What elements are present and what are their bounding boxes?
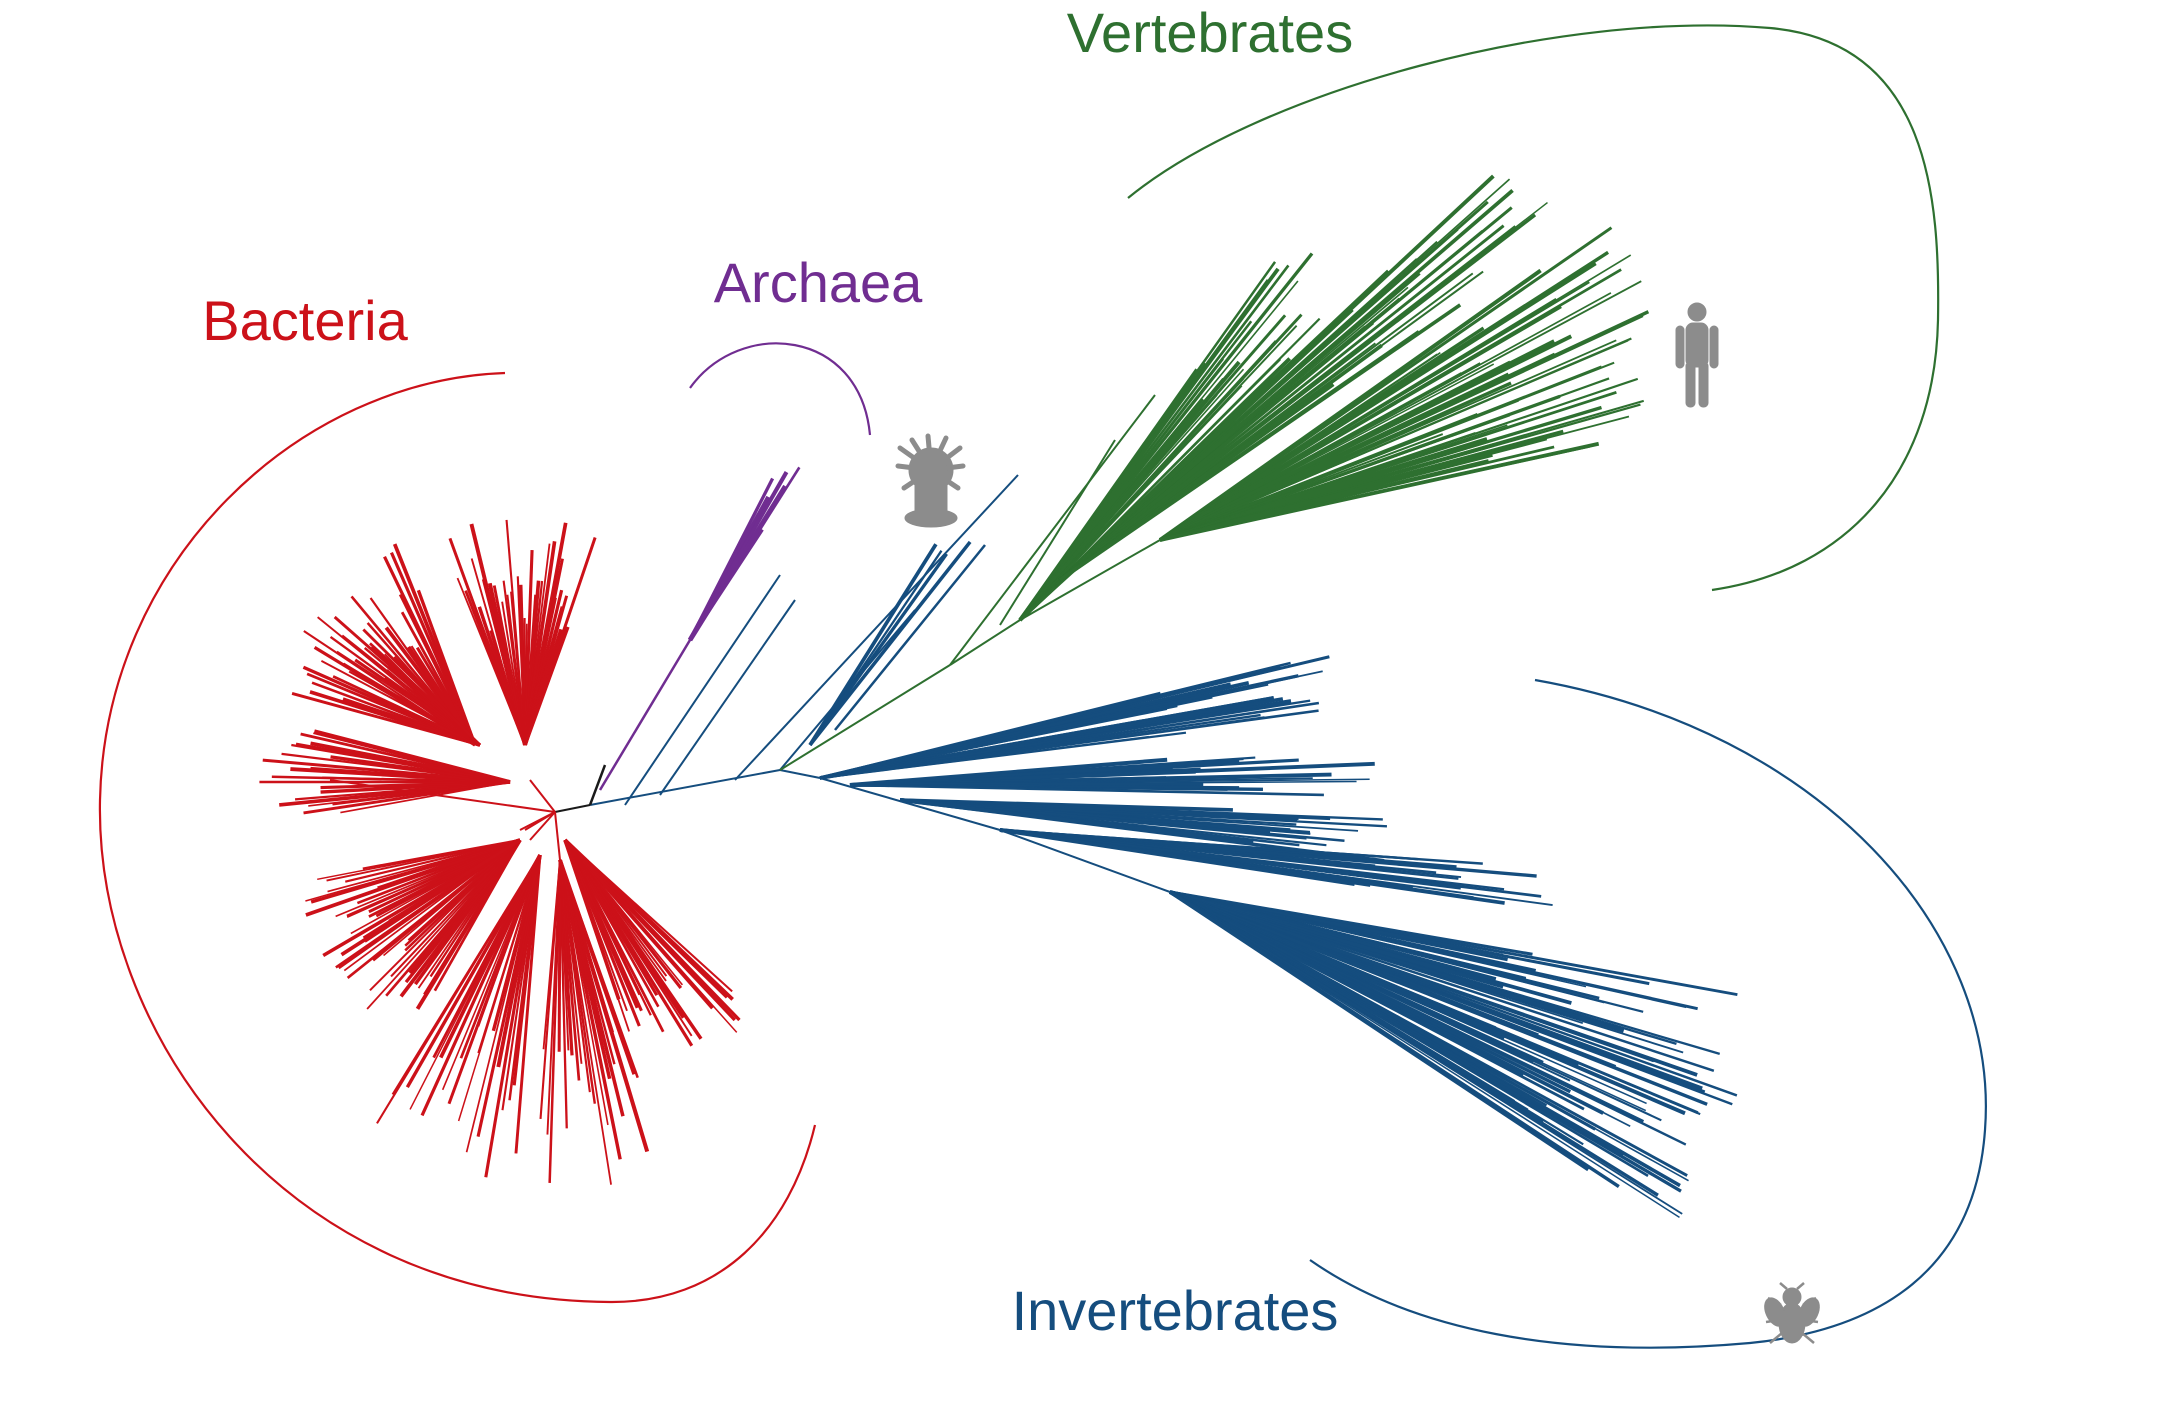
bacteria-leaf <box>313 729 511 784</box>
bacteria-leaf <box>563 839 641 1027</box>
bacteria-leaf <box>416 589 477 746</box>
invertebrate-leaf <box>899 798 1254 845</box>
bacteria-leaf <box>332 675 481 747</box>
sea-anemone-icon <box>895 433 966 528</box>
vertebrate-leaf <box>1159 441 1600 542</box>
bacteria-leaf <box>329 636 481 746</box>
root-branch <box>588 764 607 806</box>
bacteria-leaf <box>559 859 609 1126</box>
bacteria-leaf <box>329 779 556 813</box>
vertebrate-leaf <box>1159 337 1632 542</box>
invertebrate-leaf <box>834 544 986 731</box>
archaea-branch <box>598 639 692 791</box>
bacteria-leaf <box>542 859 561 1050</box>
bacteria-leaf <box>362 628 481 746</box>
bacteria-branch <box>554 811 561 861</box>
invertebrate-leaf <box>1169 890 1650 986</box>
bacteria-leaf <box>505 519 527 746</box>
bacteria-leaf <box>564 839 630 1032</box>
vertebrate-leaf <box>1058 303 1462 582</box>
bacteria-leaf <box>262 758 511 784</box>
vertebrate-leaf <box>1159 262 1597 542</box>
bacteria-branch <box>519 811 556 831</box>
vertebrate-leaf <box>1058 189 1514 582</box>
bacteria-leaf <box>491 854 542 1032</box>
vertebrates-label: Vertebrates <box>1067 1 1353 64</box>
invertebrate-leaf <box>808 540 972 747</box>
vertebrate-leaf <box>1159 339 1555 542</box>
invertebrate-leaf <box>1169 890 1590 1172</box>
vertebrate-leaf <box>1159 305 1562 542</box>
archaea-label: Archaea <box>714 251 923 314</box>
bacteria-leaf <box>405 854 542 1089</box>
bacteria-branch <box>529 779 556 813</box>
invertebrate-leaf <box>1169 890 1617 1069</box>
bacteria-leaf <box>362 838 521 870</box>
root-branch <box>554 804 591 813</box>
archaea-bracket <box>689 342 872 436</box>
human-icon <box>1675 302 1719 408</box>
vertebrate-leaf <box>1059 270 1484 581</box>
vertebrate-leaf <box>999 439 1116 626</box>
vertebrate-branch <box>779 664 951 771</box>
bacteria-leaf <box>391 854 541 1095</box>
vertebrate-branch <box>1019 539 1161 621</box>
vertebrate-leaf <box>1018 314 1287 621</box>
bacteria-label: Bacteria <box>202 289 408 352</box>
bacteria-leaf <box>514 854 542 1154</box>
vertebrate-leaf <box>949 394 1156 666</box>
invertebrate-branch <box>819 777 1001 831</box>
vertebrates-bracket <box>1127 24 1940 592</box>
invertebrate-leaf <box>849 783 1324 797</box>
invertebrate-branch <box>624 574 781 806</box>
vertebrate-leaf <box>1159 280 1642 541</box>
backbone-branch <box>589 769 781 806</box>
backbone-branch <box>779 769 821 779</box>
invertebrate-leaf <box>1169 890 1698 1077</box>
invertebrates-bracket <box>1309 678 1987 1349</box>
bacteria-bracket <box>98 371 817 1304</box>
vertebrate-branch <box>949 619 1021 666</box>
fly-icon <box>1764 1282 1820 1344</box>
invertebrate-branch <box>659 599 796 796</box>
invertebrate-leaf <box>819 699 1311 780</box>
invertebrate-leaf <box>808 553 948 746</box>
bacteria-leaf <box>343 662 481 746</box>
bacteria-leaf <box>476 854 542 1137</box>
clade-brackets <box>98 24 1987 1349</box>
vertebrate-leaf <box>1019 384 1243 621</box>
invertebrate-leaf <box>1169 891 1647 1105</box>
bacteria-leaf <box>546 859 561 1135</box>
vertebrate-leaf <box>1159 226 1613 542</box>
tree-branches <box>259 174 1738 1218</box>
vertebrate-leaf <box>1159 361 1615 541</box>
bacteria-leaf <box>477 854 542 1054</box>
bacteria-leaf <box>346 838 521 979</box>
invertebrate-branch <box>999 829 1171 893</box>
invertebrate-leaf <box>808 543 938 746</box>
bacteria-leaf <box>563 838 715 1010</box>
invertebrate-leaf <box>819 735 1149 779</box>
invertebrate-branch <box>734 474 1019 781</box>
bacteria-leaf <box>558 859 622 1160</box>
invertebrate-leaf <box>999 828 1355 886</box>
archaea-leaf <box>688 528 764 641</box>
bacteria-branch <box>529 811 556 841</box>
bacteria-leaf <box>523 626 570 746</box>
invertebrates-label: Invertebrates <box>1012 1279 1339 1342</box>
bacteria-leaf <box>362 838 521 940</box>
bacteria-leaf <box>558 859 650 1153</box>
